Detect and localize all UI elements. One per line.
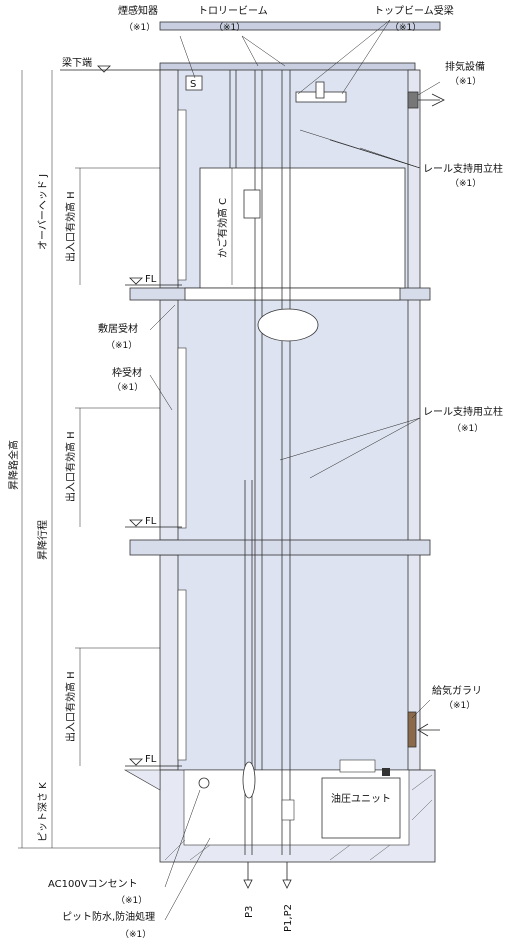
car-floor [184,287,401,301]
left-wall-low [159,554,179,771]
label-pit-waterproof-note: （※1） [120,929,151,940]
left-wall-mid [159,299,179,541]
label-supply-grille: 給気ガラリ [432,684,482,697]
label-exhaust: 排気設備 [445,60,485,73]
label-hoistway-total-height: 昇降路全高 [7,440,20,490]
piston-head [243,189,261,219]
pulley [257,308,319,342]
label-frame-support: 枠受材 [112,366,142,379]
label-rail-post-upper-note: （※1） [450,178,481,189]
label-top-beam-support: トップビーム受梁 [374,4,454,17]
label-exhaust-note: （※1） [450,76,481,87]
buffer [281,799,295,821]
label-outlet: AC100Vコンセント [48,878,138,890]
top-slab [159,62,416,71]
car [199,167,406,289]
door-low [177,589,187,761]
left-wall-top [159,69,179,289]
label-fl-top: FL [145,274,157,285]
label-rail-post-mid: レール支持用立柱 [423,405,503,418]
label-door-height-top: 出入口有効高 H [64,191,77,262]
label-pit-depth: ピット深さ K [37,782,49,842]
label-door-height-bottom: 出入口有効高 H [64,671,77,742]
label-trolley-beam-note: （※1） [214,22,245,33]
smoke-detector-symbol: S [190,79,196,90]
hydraulic-unit [321,777,401,839]
label-sill-support-note: （※1） [106,340,137,351]
door-top [177,109,187,281]
label-trolley-beam: トロリービーム [198,5,268,17]
label-fl-mid: FL [145,516,157,527]
door-mid [177,347,187,529]
label-sill-support: 敷居受材 [98,322,138,335]
floor-slab-2 [129,539,431,556]
label-travel: 昇降行程 [36,520,49,560]
label-smoke-detector-note: （※1） [124,22,155,33]
label-outlet-note: （※1） [116,895,147,906]
supply-grille [407,711,417,748]
label-rail-post-upper: レール支持用立柱 [423,162,503,175]
label-door-height-mid: 出入口有効高 H [64,431,77,502]
cylinder-bottom [242,761,256,799]
label-pit-waterproof: ピット防水,防油処理 [62,910,155,923]
label-p1p2: P1,P2 [283,904,294,932]
outlet-symbol [198,777,210,789]
label-p3: P3 [244,906,255,918]
label-overhead: オーバーヘッド J [37,174,49,250]
smoke-detector-box [185,75,203,91]
label-top-beam-support-note: （※1） [390,22,421,33]
label-frame-support-note: （※1） [112,382,143,393]
label-beam-bottom: 梁下端 [62,56,92,69]
label-hydraulic-unit: 油圧ユニット [331,792,391,805]
label-smoke-detector: 煙感知器 [118,4,158,17]
exhaust-equipment [407,91,419,109]
label-fl-bottom: FL [145,754,157,765]
label-rail-post-mid-note: （※1） [452,423,483,434]
label-supply-grille-note: （※1） [444,700,475,711]
top-beam [159,21,441,31]
label-car-height: かご有効高 C [216,198,229,258]
